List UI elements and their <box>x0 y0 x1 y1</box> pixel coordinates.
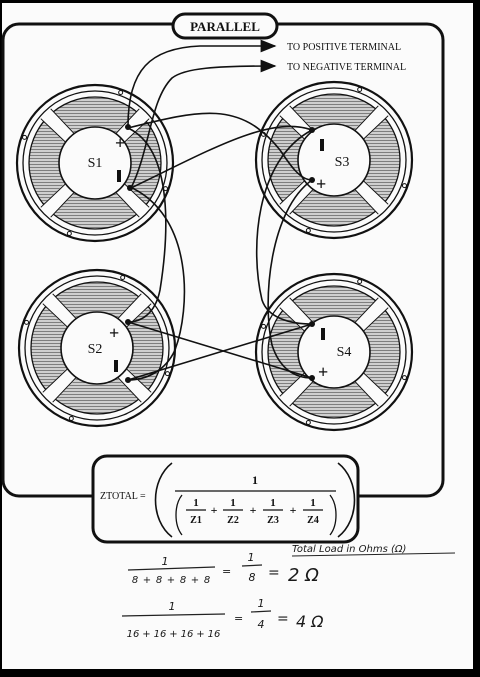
negative-terminal-label: TO NEGATIVE TERMINAL <box>287 62 406 73</box>
line2-denominator: 16 <box>181 629 194 640</box>
line2-result-denom: 4 <box>258 618 265 631</box>
s1-minus <box>117 170 121 182</box>
line2-plus: + <box>196 629 204 640</box>
speaker-magnet <box>297 315 371 389</box>
s2-plus: + <box>109 323 119 343</box>
s1-label: S1 <box>88 156 103 171</box>
line1-result-num: 1 <box>248 551 255 564</box>
s3-label: S3 <box>335 155 350 170</box>
line1-denominator: 8 <box>204 575 210 586</box>
line1-eq2: = <box>268 565 280 581</box>
title-text: PARALLEL <box>190 19 260 34</box>
s3-minus <box>320 139 324 151</box>
wiring <box>127 39 313 381</box>
line1-numerator: 1 <box>162 555 169 568</box>
line2-denominator: 16 <box>154 629 167 640</box>
line1-result: 2 Ω <box>288 565 319 586</box>
line2-denominators: 16+16+16+16 <box>127 629 221 640</box>
line2-eq1: = <box>234 612 243 625</box>
plus-3: + <box>290 503 297 517</box>
plus-1: + <box>211 503 218 517</box>
term3-denominator: Z3 <box>267 515 279 526</box>
line1-result-denom: 8 <box>249 571 256 584</box>
wire-s1-minus-s3-minus <box>130 125 313 189</box>
line2-plus: + <box>142 629 150 640</box>
line2-eq2: = <box>277 611 289 627</box>
wire-s2-minus-s4-minus <box>127 323 313 381</box>
wire-s2-plus-s4-plus <box>127 321 313 379</box>
s4-plus: + <box>318 362 328 382</box>
s2-label: S2 <box>88 342 103 357</box>
wire-s3-minus-s4-minus <box>255 129 313 325</box>
s2-minus <box>114 360 118 372</box>
s4-minus <box>321 328 325 340</box>
line1-eq1: = <box>222 565 231 578</box>
line2-numerator: 1 <box>169 600 176 613</box>
wire-positive-terminal <box>127 39 277 127</box>
line1-plus: + <box>191 575 199 586</box>
term3-numerator: 1 <box>270 497 276 509</box>
speaker-s4 <box>254 272 414 432</box>
plus-2: + <box>250 503 257 517</box>
term2-numerator: 1 <box>230 497 236 509</box>
handwritten-notes: Total Load in Ohms (Ω) 1 8 +8 +8 +8 = 1 8 =… <box>121 544 456 640</box>
term1-denominator: Z1 <box>190 515 202 526</box>
line1-denominator: 8 <box>156 575 162 586</box>
line2-result-num: 1 <box>258 597 265 610</box>
s3-plus: + <box>316 174 326 194</box>
terminal-dots <box>125 124 315 383</box>
wire-s3-plus-s4-plus <box>267 179 313 379</box>
line2-denominator: 16 <box>208 629 221 640</box>
s1-plus: + <box>115 133 125 153</box>
speaker-magnet <box>297 123 371 197</box>
s4-label: S4 <box>337 345 352 360</box>
formula-lhs: ZTOTAL = <box>100 491 146 502</box>
line2-result: 4 Ω <box>296 612 324 631</box>
term4-denominator: Z4 <box>307 515 319 526</box>
wire-negative-terminal <box>130 59 277 189</box>
wire-s1-plus-s2-plus <box>127 127 167 323</box>
term4-numerator: 1 <box>310 497 316 509</box>
speaker-magnet <box>58 126 132 200</box>
line2-denominator: 16 <box>127 629 140 640</box>
line1-denominator: 8 <box>180 575 186 586</box>
term2-denominator: Z2 <box>227 515 239 526</box>
formula-box: ZTOTAL = 1 1 Z1 + 1 Z2 + 1 Z3 + 1 <box>91 454 360 544</box>
line1-denominator: 8 <box>132 575 138 586</box>
wire-s1-plus-s3-plus <box>127 112 313 181</box>
handwritten-note: Total Load in Ohms (Ω) <box>292 544 406 555</box>
parallel-title: PARALLEL <box>171 12 279 40</box>
formula-numerator: 1 <box>252 473 258 487</box>
line1-denominators: 8 +8 +8 +8 <box>132 575 210 586</box>
positive-terminal-label: TO POSITIVE TERMINAL <box>287 42 401 53</box>
line1-plus: + <box>143 575 151 586</box>
wire-s1-minus-s2-minus <box>127 185 186 381</box>
line2-plus: + <box>169 629 177 640</box>
term1-numerator: 1 <box>193 497 199 509</box>
line1-plus: + <box>167 575 175 586</box>
